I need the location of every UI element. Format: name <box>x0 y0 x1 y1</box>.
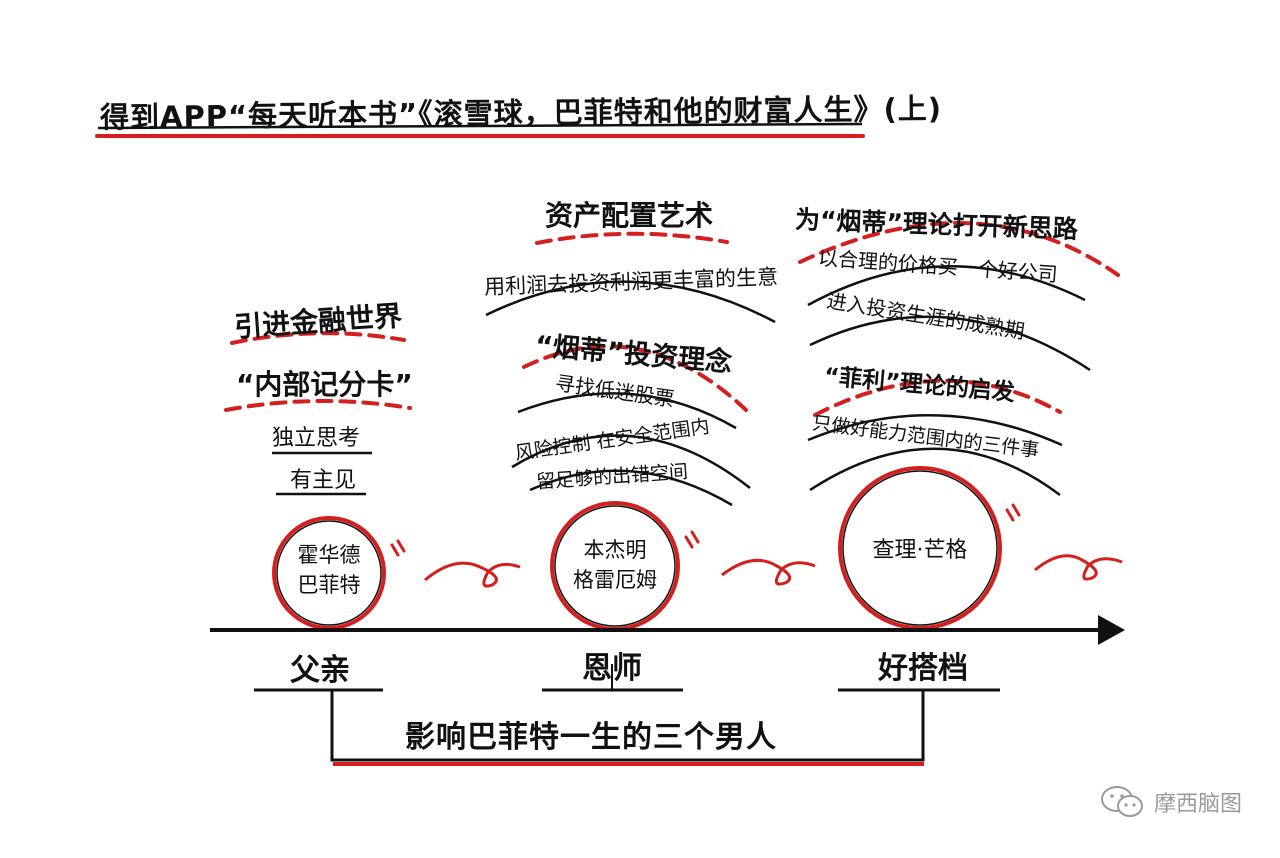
note-1-2: “内部记分卡” <box>236 368 413 401</box>
role-father: 父亲 <box>290 653 350 688</box>
summary-label: 影响巴菲特一生的三个男人 <box>405 720 777 755</box>
role-mentor: 恩师 <box>582 651 642 686</box>
watermark: 摩西脑图 <box>1100 785 1242 819</box>
title-underline-red <box>95 134 865 138</box>
circle-line: 霍华德 <box>297 543 361 567</box>
note-1-3: 独立思考 <box>272 426 361 451</box>
watermark-text: 摩西脑图 <box>1153 792 1242 817</box>
note-1-4: 有主见 <box>290 468 357 493</box>
circle-label-munger: 查理·芒格 <box>850 536 990 566</box>
circle-line: 本杰明 <box>583 538 647 562</box>
wechat-icon <box>1100 786 1143 817</box>
circle-label-buffett-father: 霍华德 巴菲特 <box>279 540 379 600</box>
circle-line: 查理·芒格 <box>872 538 968 563</box>
note-2-1: 资产配置艺术 <box>545 199 714 232</box>
role-partner: 好搭档 <box>878 651 968 686</box>
circle-line: 巴菲特 <box>297 573 361 597</box>
circle-line: 格雷厄姆 <box>573 568 657 592</box>
circle-label-graham: 本杰明 格雷厄姆 <box>553 535 677 595</box>
